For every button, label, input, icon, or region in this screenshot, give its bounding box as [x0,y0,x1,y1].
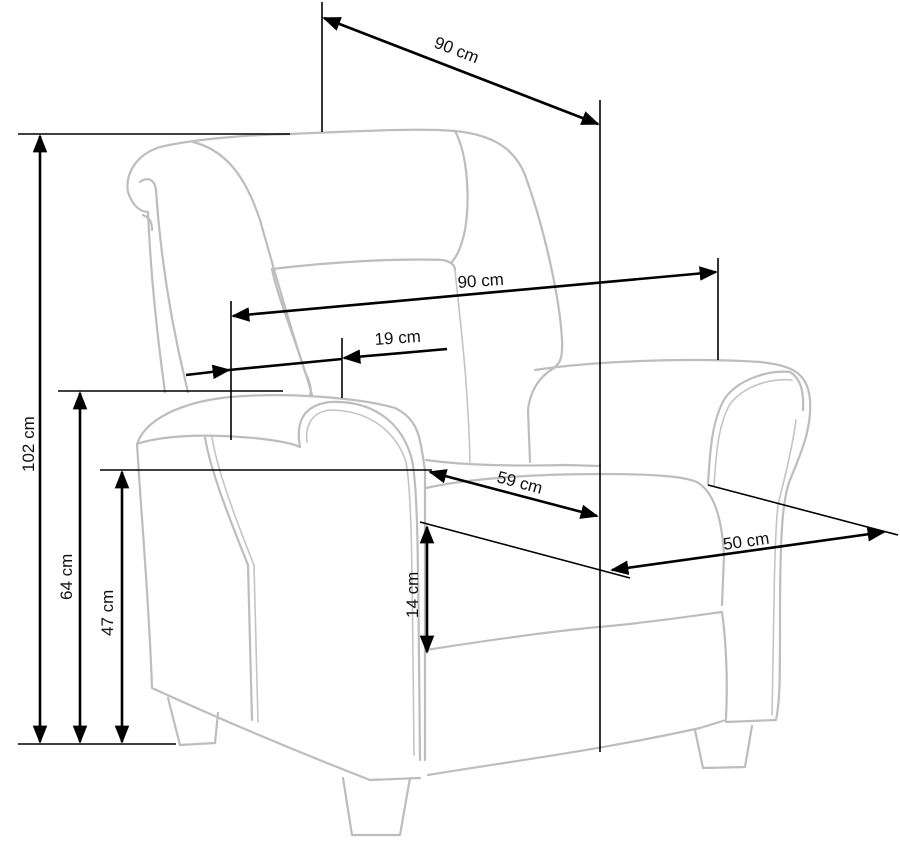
label-seat-depth: 59 cm [495,468,545,498]
label-armrest-width: 19 cm [374,327,422,349]
backrest-outline [288,128,564,464]
label-overall-width: 90 cm [457,270,505,292]
right-arm-outline [533,358,812,724]
wing-left-outline [126,132,292,394]
dimension-lines: 90 cm 90 cm 19 cm 102 cm 64 cm 47 cm 59 … [18,2,899,752]
left-arm-outline [135,394,427,762]
label-armrest-height: 64 cm [57,554,76,600]
label-overall-height: 102 cm [19,416,38,472]
seat-outline [424,472,726,607]
armchair-outline [126,128,812,837]
left-front-leg [341,776,412,837]
left-back-leg [166,696,220,747]
right-front-leg [693,724,754,770]
label-cushion-thickness: 14 cm [403,572,422,618]
label-seat-height: 47 cm [98,590,117,636]
